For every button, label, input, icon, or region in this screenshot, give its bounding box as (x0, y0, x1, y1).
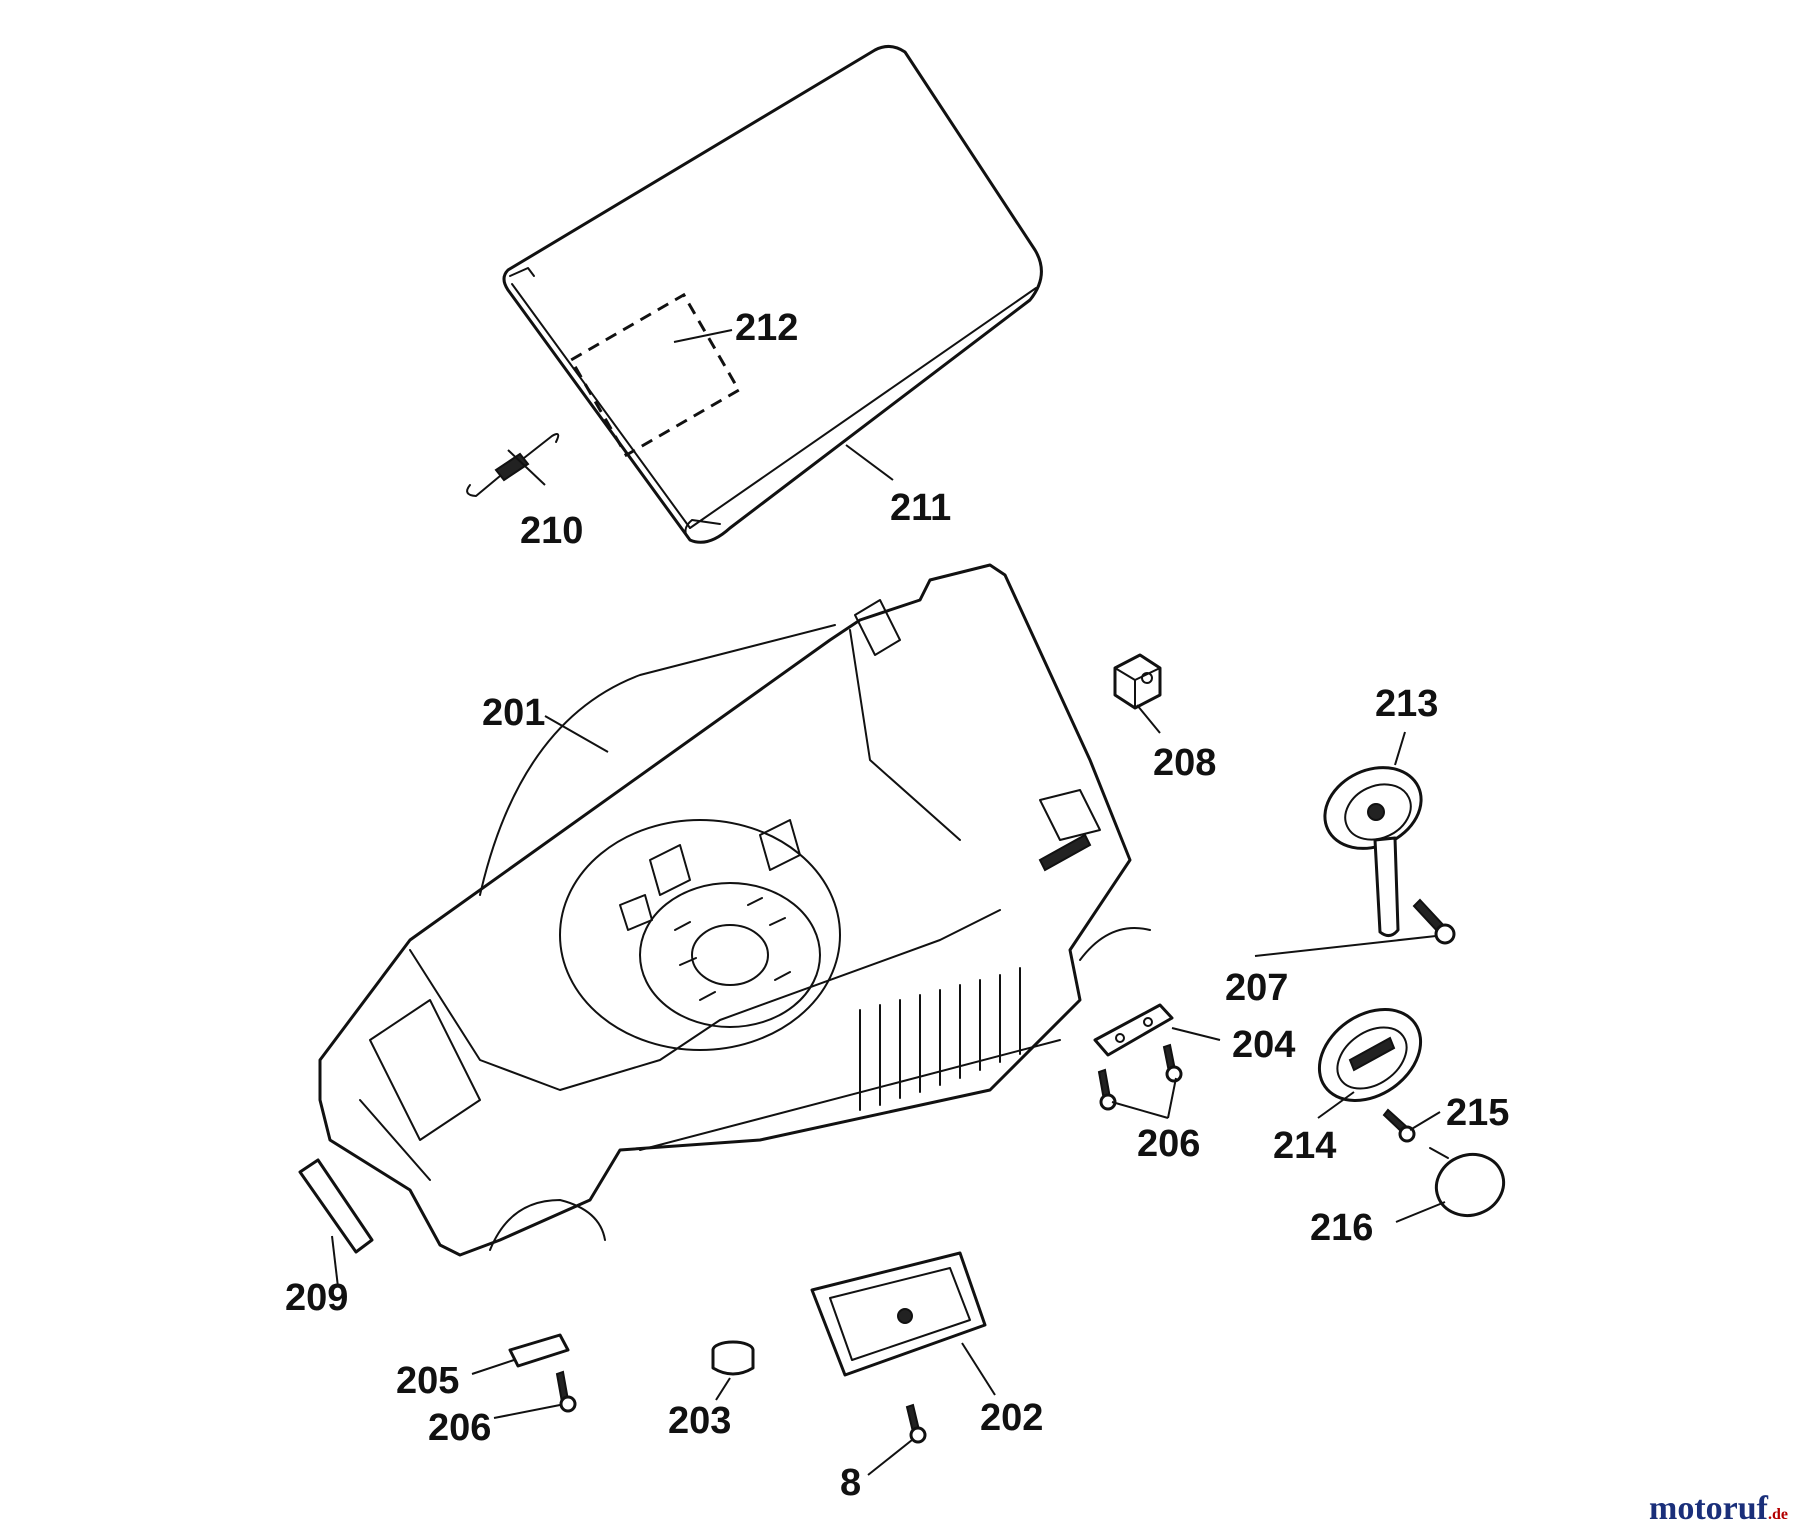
watermark-logo: motoruf.de (1649, 1490, 1788, 1528)
part-205-clip (508, 1333, 570, 1368)
watermark-suffix: .de (1768, 1506, 1788, 1523)
part-210-spring (466, 433, 560, 497)
part-203-cap (711, 1340, 755, 1376)
part-213-wheel (1323, 766, 1423, 937)
callout-202: 202 (980, 1397, 1043, 1439)
part-202-cover-plate (810, 1251, 987, 1377)
callout-204: 204 (1232, 1024, 1295, 1066)
part-215-screw (1382, 1108, 1416, 1143)
part-201-deck-housing (318, 563, 1151, 1257)
callout-210: 210 (520, 510, 583, 552)
part-206-screw-left (555, 1370, 577, 1413)
leader-lines (331, 329, 1446, 1476)
part-207-screw (1412, 898, 1456, 945)
part-206-screws-right (1097, 1043, 1183, 1111)
callout-206-right: 206 (1137, 1123, 1200, 1165)
watermark-main: motoruf (1649, 1490, 1768, 1527)
callout-203: 203 (668, 1400, 731, 1442)
callout-8: 8 (840, 1462, 861, 1504)
part-208-block (1113, 653, 1162, 710)
callout-205: 205 (396, 1360, 459, 1402)
callout-216: 216 (1310, 1207, 1373, 1249)
part-8-screw (905, 1403, 927, 1444)
part-214-wheel-hub (1317, 1008, 1423, 1102)
part-211-flap (502, 45, 1043, 544)
callout-214: 214 (1273, 1125, 1336, 1167)
callout-208: 208 (1153, 742, 1216, 784)
callout-206-left: 206 (428, 1407, 491, 1449)
part-204-clip (1093, 1003, 1174, 1057)
callout-207: 207 (1225, 967, 1288, 1009)
part-212-label (569, 292, 741, 458)
callout-201: 201 (482, 692, 545, 734)
callout-213: 213 (1375, 683, 1438, 725)
part-216-wheel-cap (1429, 1147, 1506, 1217)
callout-209: 209 (285, 1277, 348, 1319)
callout-211: 211 (890, 487, 951, 529)
callout-215: 215 (1446, 1092, 1509, 1134)
callout-212: 212 (735, 307, 798, 349)
part-209-rear-clip (298, 1158, 374, 1254)
